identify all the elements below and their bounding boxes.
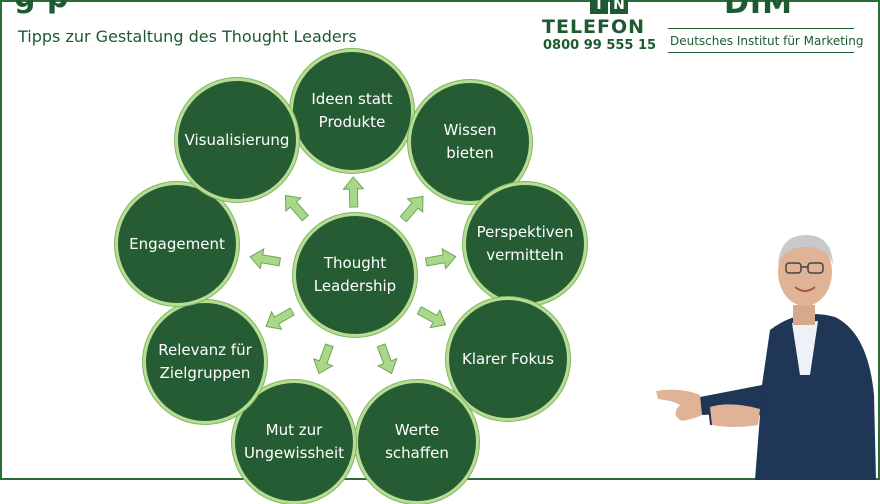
dim-logo-divider — [668, 52, 854, 53]
node-label: Perspektiven vermitteln — [476, 223, 574, 264]
telefon-logo-word: TELEFON — [542, 16, 646, 38]
diagram-arrow — [277, 188, 314, 226]
dim-logo-divider — [668, 28, 854, 29]
presenter-image — [656, 235, 876, 480]
diagram-arrow — [342, 176, 365, 208]
node-label: Wissen bieten — [443, 121, 497, 162]
dim-logo: DIM Deutsches Institut für Marketing — [668, 0, 864, 56]
node-ideen-statt-produkte: Ideen statt Produkte — [290, 49, 414, 173]
dim-logo-subtitle: Deutsches Institut für Marketing — [670, 34, 864, 48]
diagram-arrow — [413, 300, 451, 334]
slide-subtitle: Tipps zur Gestaltung des Thought Leaders — [18, 27, 357, 46]
telefon-logo: I N TELEFON 0800 99 555 15 — [540, 0, 656, 60]
center-node-thought-leadership: Thought Leadership — [293, 213, 417, 337]
node-klarer-fokus: Klarer Fokus — [446, 297, 570, 421]
diagram-arrow — [248, 246, 283, 273]
dim-logo-name: DIM — [724, 0, 793, 21]
node-label: Visualisierung — [184, 130, 290, 149]
node-relevanz-fuer-zielgruppen: Relevanz für Zielgruppen — [143, 300, 267, 424]
telefon-logo-phone: 0800 99 555 15 — [543, 38, 657, 53]
diagram-arrow — [371, 341, 402, 378]
diagram-arrow — [423, 246, 459, 273]
node-werte-schaffen: Werte schaffen — [355, 380, 479, 504]
node-engagement: Engagement — [115, 182, 239, 306]
node-label: Ideen statt Produkte — [311, 90, 393, 131]
node-label: Mut zur Ungewissheit — [243, 421, 345, 462]
diagram-arrow — [260, 302, 298, 336]
slide-title: g p — [14, 0, 69, 15]
diagram-arrow — [309, 341, 340, 378]
telefon-logo-letter: N — [610, 0, 628, 14]
node-label: Werte schaffen — [385, 421, 449, 462]
node-visualisierung: Visualisierung — [175, 78, 299, 202]
node-perspektiven-vermitteln: Perspektiven vermitteln — [463, 182, 587, 306]
node-label: Klarer Fokus — [461, 349, 554, 368]
center-node-label: Thought Leadership — [313, 254, 397, 295]
node-label: Engagement — [129, 234, 225, 253]
telefon-logo-letter: I — [590, 0, 608, 14]
node-label: Relevanz für Zielgruppen — [158, 341, 252, 382]
diagram-arrow — [395, 189, 432, 227]
